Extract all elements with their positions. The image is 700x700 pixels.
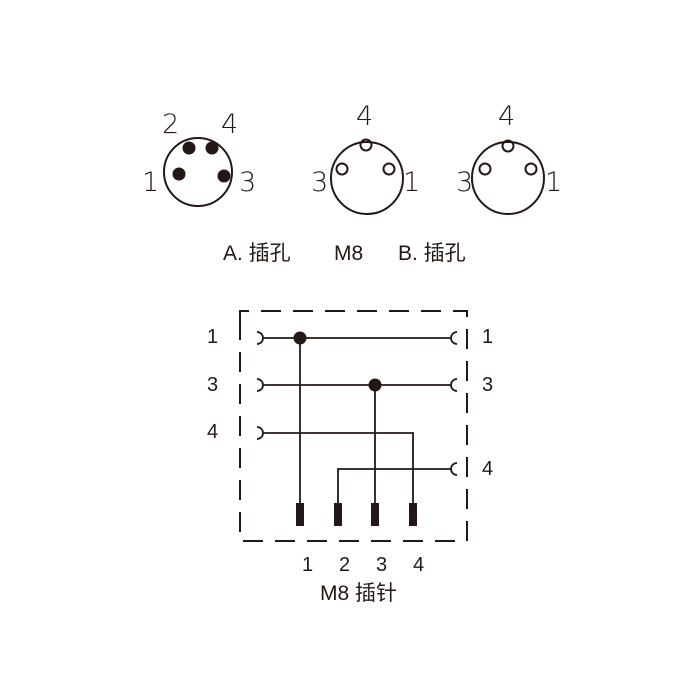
male-pin-3 — [371, 503, 379, 526]
connector-a-label-1: 1 — [142, 167, 160, 198]
connector-b-label-1: 1 — [403, 167, 421, 198]
left-label-1: 1 — [207, 326, 219, 348]
hole-4 — [501, 139, 515, 153]
bottom-pin-label-3: 3 — [376, 554, 388, 576]
housing-outline — [239, 310, 468, 542]
left-label-4: 4 — [207, 421, 219, 443]
junction-dot-1 — [293, 331, 307, 345]
bottom-pin-label-4: 4 — [413, 554, 425, 576]
connector-c-label-3: 3 — [456, 167, 474, 198]
connector-c-label-4: 4 — [498, 101, 516, 132]
pin-dot-1 — [172, 167, 186, 181]
right-label-1: 1 — [482, 326, 494, 348]
hole-3 — [335, 162, 349, 176]
hole-1 — [382, 162, 396, 176]
hole-3 — [478, 162, 492, 176]
male-pins — [296, 503, 417, 526]
caption-m8-pins: M8 插针 — [320, 582, 398, 605]
connector-b-label-4: 4 — [356, 101, 374, 132]
connector-a-label-3: 3 — [239, 167, 257, 198]
connector-b-face — [330, 138, 404, 215]
connector-c-face — [471, 139, 545, 215]
right-label-4: 4 — [482, 458, 494, 480]
left-label-3: 3 — [207, 374, 219, 396]
pin-dot-2 — [182, 141, 196, 155]
hole-1 — [524, 162, 538, 176]
right-label-3: 3 — [482, 374, 494, 396]
right-socket-arcs — [450, 331, 458, 476]
male-pin-1 — [296, 503, 304, 526]
connector-a-face — [163, 137, 233, 207]
caption-a-socket: A. 插孔 — [223, 242, 291, 265]
bottom-pin-label-2: 2 — [339, 554, 351, 576]
connector-a-label-2: 2 — [162, 109, 180, 140]
pin-dot-4 — [205, 141, 219, 155]
connector-c-label-1: 1 — [545, 167, 563, 198]
connector-a-label-4: 4 — [221, 109, 239, 140]
pin-dot-3 — [217, 169, 231, 183]
left-socket-arcs — [256, 331, 264, 440]
bottom-pin-label-1: 1 — [302, 554, 314, 576]
wires — [263, 337, 451, 504]
hole-4 — [359, 138, 373, 152]
junction-dot-3 — [368, 378, 382, 392]
male-pin-4 — [409, 503, 417, 526]
caption-m8: M8 — [334, 242, 364, 265]
male-pin-2 — [334, 503, 342, 526]
connector-b-label-3: 3 — [311, 167, 329, 198]
caption-b-socket: B. 插孔 — [398, 242, 466, 265]
